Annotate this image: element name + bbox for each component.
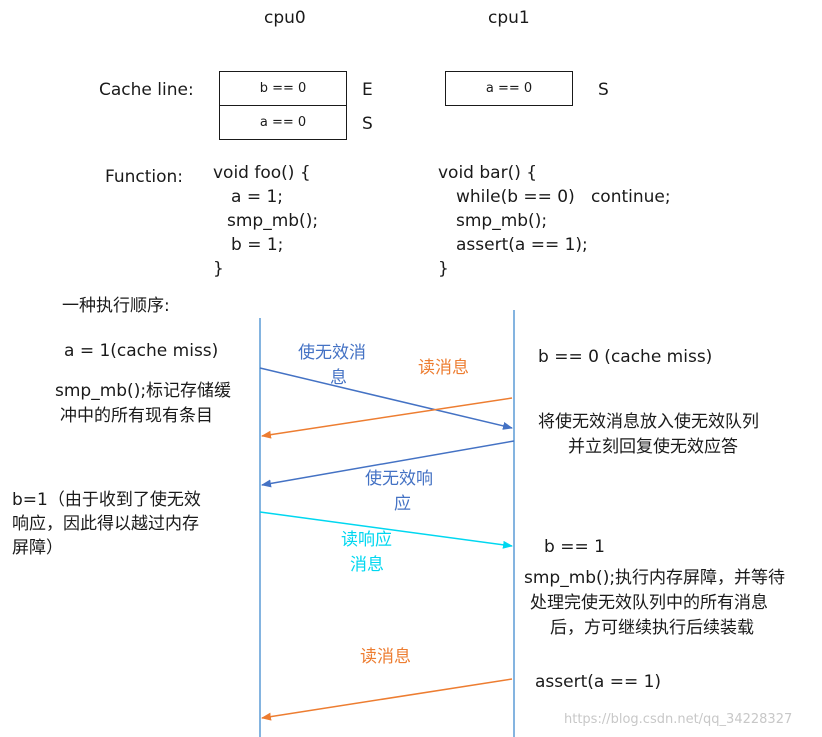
bar-line: void bar() { [438,163,538,183]
cpu0-cache-state-2: S [362,114,373,134]
cpu1-step-b1: b == 1 [544,537,605,557]
cpu0-step-smp: 冲中的所有现有条目 [60,406,213,426]
foo-line: } [213,259,224,279]
label-invalidate-ack: 应 [394,494,411,514]
label-invalidate: 息 [330,368,347,388]
cpu1-step-queue: 并立刻回复使无效应答 [568,437,738,457]
cpu1-step-assert: assert(a == 1) [535,672,662,692]
arrow-invalidate [259,367,513,430]
cpu0-cache-state-1: E [362,80,373,100]
cpu1-step-smp: 处理完使无效队列中的所有消息 [530,593,768,613]
label-read-message-1: 读消息 [418,358,469,378]
arrow-read-message-2 [261,678,513,721]
cpu0-cache-line-b: b == 0 [219,71,347,106]
bar-line: while(b == 0) continue; [456,187,671,207]
cpu1-cache-state: S [598,80,609,100]
cpu1-header: cpu1 [488,8,530,28]
cpu1-step-smp: smp_mb();执行内存屏障，并等待 [524,568,786,588]
foo-line: void foo() { [213,163,311,183]
cpu0-step-b: b=1（由于收到了使无效 [12,490,201,510]
cpu1-step-queue: 将使无效消息放入使无效队列 [538,412,759,432]
foo-line: b = 1; [231,235,284,255]
cpu1-step-smp: 后，方可继续执行后续装载 [550,618,754,638]
cpu0-step-smp: smp_mb();标记存储缓 [55,381,232,401]
foo-line: smp_mb(); [227,211,319,231]
cpu1-cache-line-a: a == 0 [445,71,573,106]
cpu0-cache-line-a: a == 0 [219,105,347,140]
label-invalidate-ack: 使无效响 [365,469,433,489]
label-read-response: 消息 [350,555,384,575]
arrow-invalidate-ack [261,440,515,488]
label-read-message-2: 读消息 [360,647,411,667]
foo-line: a = 1; [231,187,284,207]
bar-line: } [438,259,449,279]
label-invalidate: 使无效消 [298,343,366,363]
function-label: Function: [105,167,184,187]
cpu0-step-b: 响应，因此得以越过内存 [12,514,199,534]
watermark: https://blog.csdn.net/qq_34228327 [564,712,793,727]
bar-line: assert(a == 1); [456,235,588,255]
cache-line-label: Cache line: [99,80,194,100]
label-read-response: 读响应 [341,530,392,550]
cpu0-header: cpu0 [264,8,306,28]
cpu1-step-b0: b == 0 (cache miss) [538,347,713,367]
cpu0-step-a: a = 1(cache miss) [64,341,219,361]
bar-line: smp_mb(); [456,211,548,231]
arrow-read-response [259,511,513,549]
sequence-title: 一种执行顺序: [62,296,170,316]
cpu0-step-b: 屏障） [12,538,63,558]
arrow-read-message-1 [261,397,513,439]
